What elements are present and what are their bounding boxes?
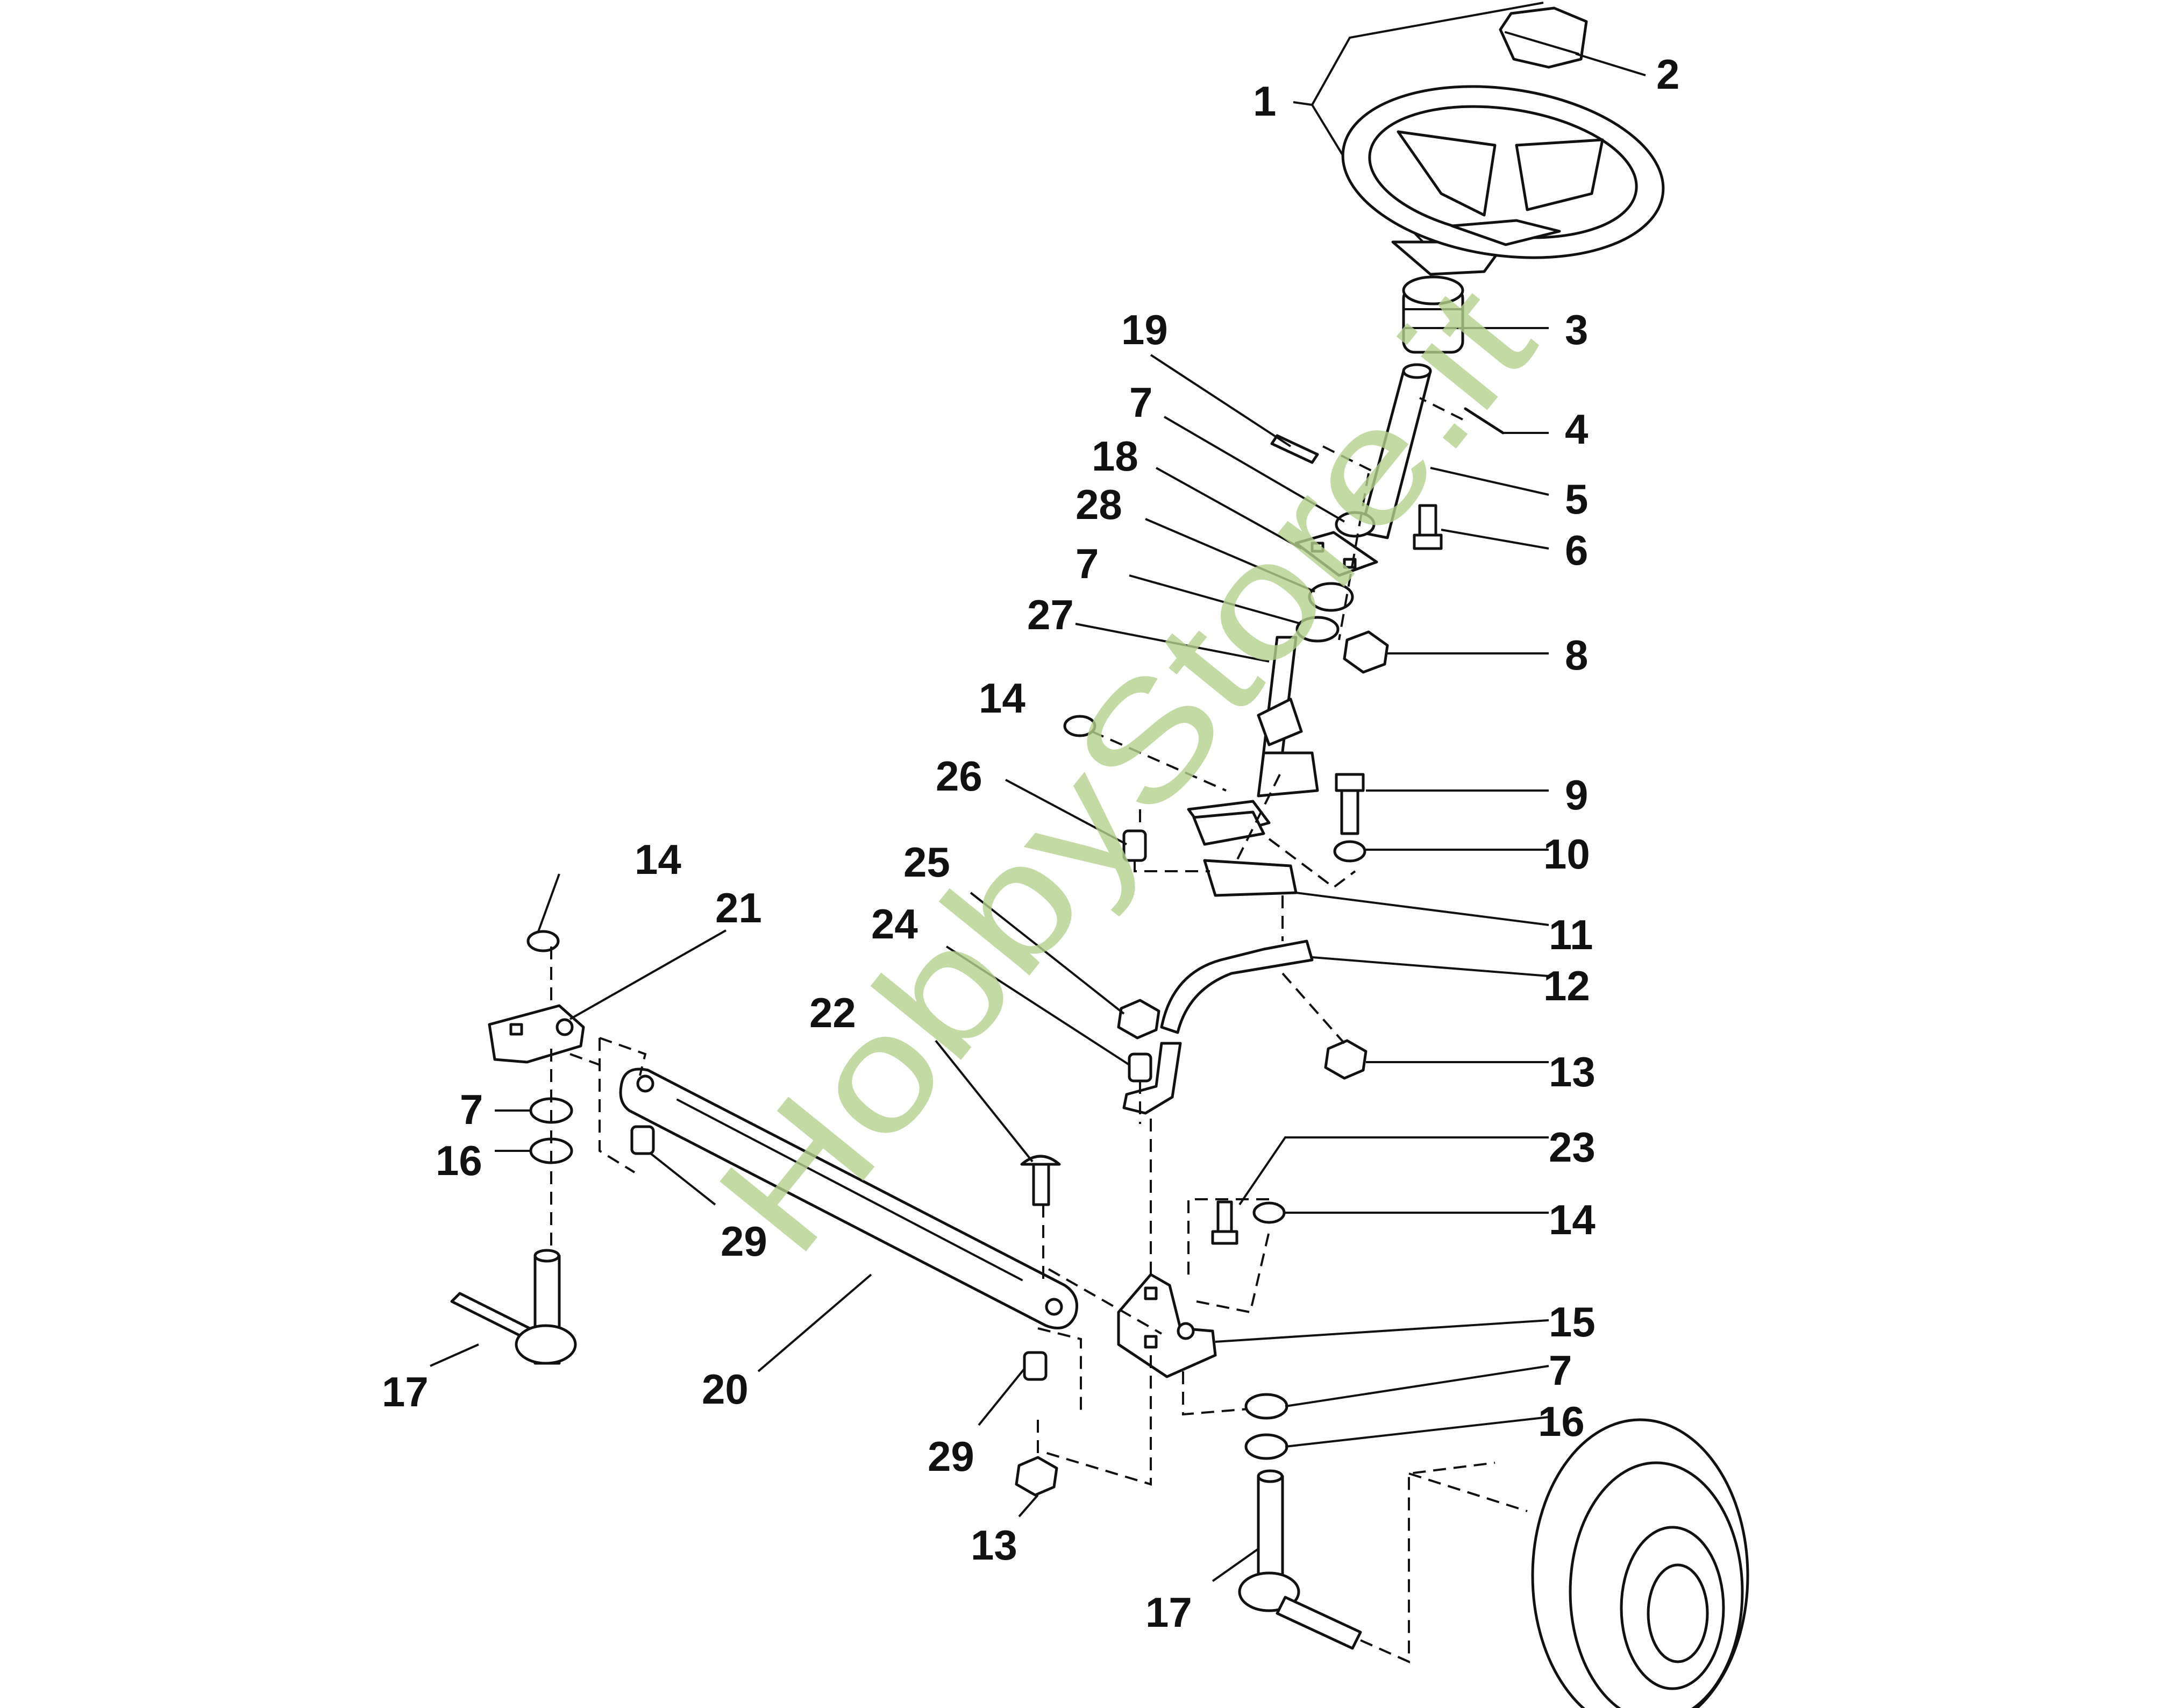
right-spindle [1238, 1469, 1362, 1650]
callout-25: 25 [903, 838, 950, 886]
spacer-24 [1128, 1052, 1152, 1083]
callout-18: 18 [1092, 432, 1138, 480]
washer-16-right [1244, 1433, 1288, 1460]
callout-21: 21 [715, 884, 762, 931]
nut-13-upper [1324, 1039, 1368, 1080]
leader-lines [430, 53, 1646, 1582]
knuckle-arm [1117, 1273, 1217, 1378]
bushing-28 [1308, 582, 1354, 612]
left-bracket [488, 1004, 585, 1064]
callout-7: 7 [460, 1086, 483, 1133]
watermark: HobbyStore.it [682, 252, 1569, 1286]
callout-labels: 1 2 3 19 4 7 5 18 6 28 7 27 8 14 26 9 10… [382, 51, 1679, 1636]
callout-17: 17 [382, 1368, 429, 1415]
steering-cap [1499, 6, 1588, 69]
bolt-22 [1020, 1155, 1061, 1206]
nut-25 [1117, 999, 1160, 1040]
callout-26: 26 [936, 752, 982, 800]
sector-gear [1187, 800, 1271, 846]
callout-1: 1 [1253, 77, 1276, 125]
drag-link-end [1122, 1042, 1182, 1115]
callout-13: 13 [971, 1521, 1017, 1569]
callout-14: 14 [635, 836, 681, 883]
steering-bushing [1402, 275, 1464, 354]
callout-17: 17 [1145, 1589, 1192, 1636]
callout-5: 5 [1565, 475, 1588, 523]
steering-shaft [1359, 363, 1432, 539]
callout-29: 29 [721, 1218, 767, 1265]
callout-20: 20 [702, 1365, 749, 1413]
callout-28: 28 [1076, 481, 1122, 528]
callout-3: 3 [1565, 306, 1588, 353]
callout-4: 4 [1565, 405, 1588, 453]
callout-16: 16 [436, 1137, 482, 1184]
e-clip-14-lower [1252, 1201, 1286, 1224]
front-wheel [1531, 1418, 1749, 1708]
callout-29: 29 [928, 1433, 974, 1480]
callout-12: 12 [1543, 962, 1590, 1009]
e-clip-14-upper [1063, 715, 1096, 737]
callout-14: 14 [1549, 1196, 1596, 1243]
nut-13-lower [1015, 1456, 1058, 1497]
alignment-lines [550, 397, 1528, 1664]
callout-22: 22 [809, 989, 856, 1036]
callout-27: 27 [1027, 591, 1074, 638]
callout-6: 6 [1565, 526, 1588, 574]
callout-19: 19 [1121, 306, 1168, 353]
steering-wheel [1311, 2, 1665, 276]
bolt-9 [1335, 773, 1365, 835]
steering-arm-11 [1203, 859, 1298, 897]
nut-8 [1343, 630, 1389, 674]
washer-7-mid [1295, 616, 1340, 643]
washer-7-upper [1335, 511, 1376, 538]
callout-11: 11 [1549, 911, 1593, 958]
callout-15: 15 [1549, 1298, 1596, 1346]
spacer-29-upper [630, 1125, 655, 1155]
e-clip-14-left [526, 930, 560, 952]
callout-7: 7 [1076, 540, 1099, 587]
bolt-6 [1413, 504, 1443, 550]
drag-link [1160, 940, 1314, 1034]
callout-14: 14 [979, 674, 1025, 722]
callout-10: 10 [1543, 830, 1590, 878]
tie-rod [619, 1068, 1078, 1329]
washer-10 [1333, 840, 1366, 863]
callout-2: 2 [1656, 51, 1679, 98]
callout-7: 7 [1549, 1347, 1572, 1394]
callout-9: 9 [1565, 771, 1588, 819]
callout-13: 13 [1549, 1048, 1596, 1095]
washer-7-right [1244, 1393, 1288, 1420]
spacer-29-lower [1023, 1351, 1048, 1381]
callout-8: 8 [1565, 631, 1588, 679]
callout-16: 16 [1538, 1398, 1585, 1445]
bolt-23 [1211, 1200, 1238, 1245]
left-spindle [450, 1249, 577, 1365]
callout-7: 7 [1129, 379, 1152, 426]
callout-23: 23 [1549, 1123, 1596, 1171]
callout-24: 24 [871, 900, 918, 948]
roll-pin [1464, 407, 1505, 435]
pinion-shaft [1257, 636, 1319, 798]
